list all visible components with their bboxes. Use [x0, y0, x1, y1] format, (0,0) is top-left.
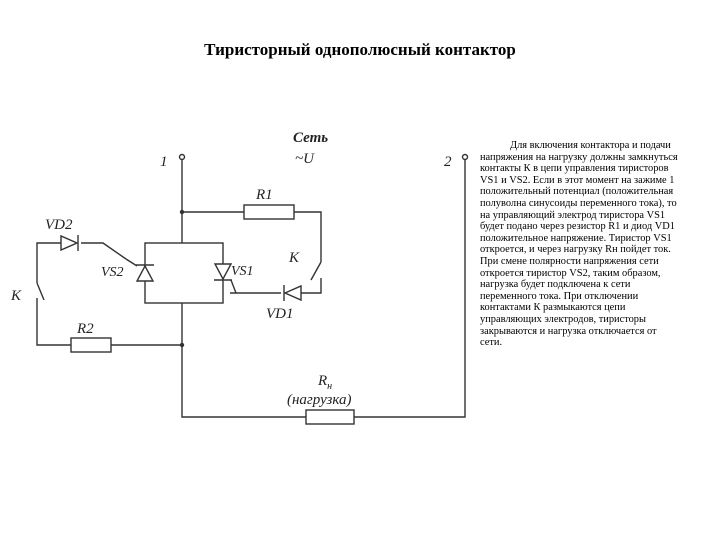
- description-text: Для включения контактора и подачи напряж…: [480, 140, 680, 349]
- wire-r1-branch: [182, 211, 322, 262]
- thyristor-block: [144, 242, 224, 304]
- description-paragraph: Для включения контактора и подачи напряж…: [480, 140, 678, 349]
- slide-title: Тиристорный однополюсный контактор: [204, 40, 516, 59]
- rn-subscript: н: [327, 381, 332, 392]
- wire-vd2-branch: [36, 242, 127, 283]
- vs1-label: VS1: [231, 264, 254, 279]
- r1-label: R1: [255, 187, 273, 203]
- vs2-label: VS2: [101, 265, 124, 280]
- terminal-2-label: 2: [444, 154, 452, 170]
- thyristor-vs1: [213, 263, 237, 294]
- junction-r1: [179, 209, 185, 215]
- diode-vd2: [60, 234, 79, 252]
- terminal-1: [178, 153, 186, 161]
- resistor-r2: [70, 337, 112, 353]
- wire-r2-branch: [36, 298, 182, 346]
- network-label: Сеть: [293, 130, 328, 146]
- r2-label: R2: [76, 321, 94, 337]
- contact-k-left: [36, 282, 45, 301]
- contact-k-right: [310, 261, 322, 281]
- wire-vd1-branch: [230, 278, 322, 294]
- wire-main-bottom: [181, 160, 466, 418]
- rn-label: Rн: [317, 373, 332, 392]
- thyristor-vs2: [125, 258, 155, 282]
- vd1-label: VD1: [266, 306, 294, 322]
- resistor-load: [305, 409, 355, 425]
- load-label: (нагрузка): [287, 392, 352, 408]
- resistor-r1: [243, 204, 295, 220]
- vd2-label: VD2: [45, 217, 73, 233]
- k-left-label: K: [10, 288, 22, 304]
- terminal-2: [461, 153, 469, 161]
- rn-symbol: R: [317, 373, 327, 389]
- k-right-label: K: [288, 250, 300, 266]
- voltage-label: ~U: [295, 151, 315, 167]
- terminal-1-label: 1: [160, 154, 168, 170]
- diode-vd1: [283, 284, 302, 302]
